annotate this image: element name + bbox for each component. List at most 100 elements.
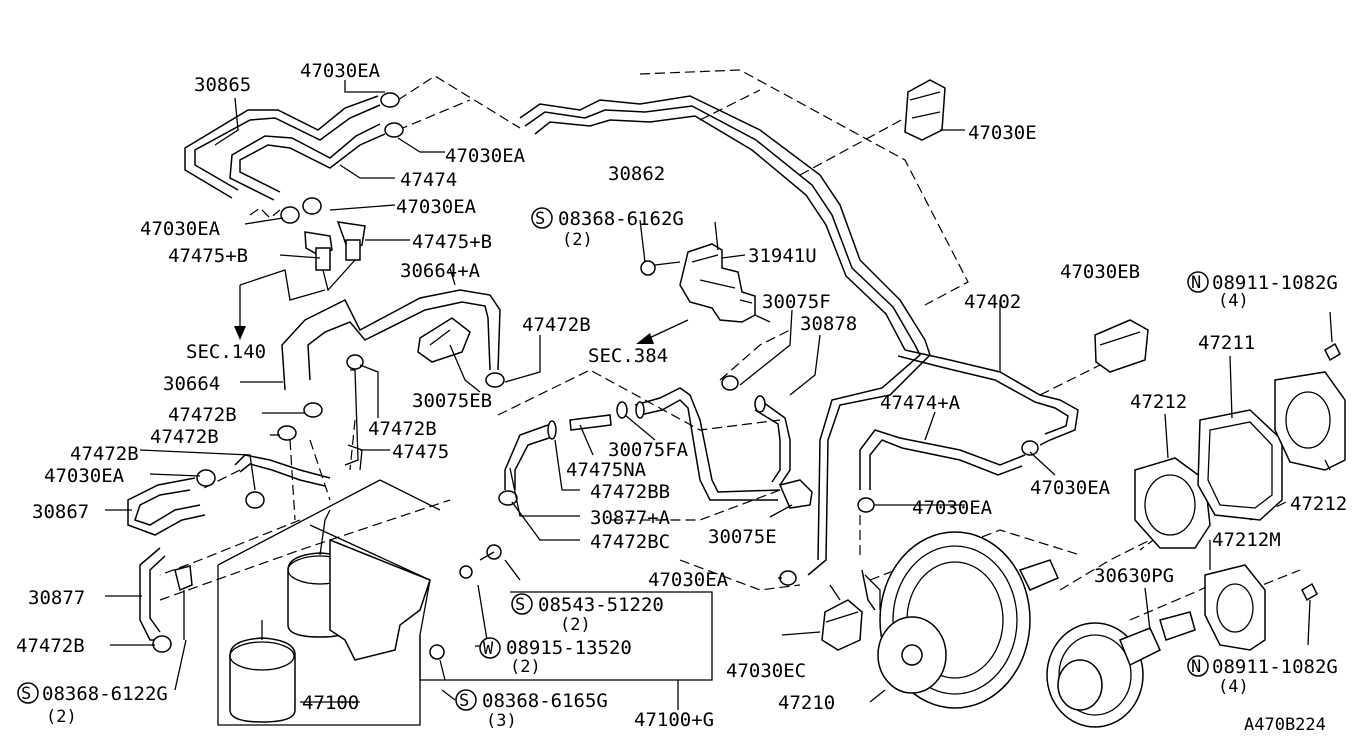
label-08911-1082G-bottom: 08911-1082G: [1212, 656, 1338, 678]
clamp-30075EB: [417, 317, 471, 363]
label-47475NA: 47475NA: [566, 459, 647, 481]
label-47475: 47475: [392, 441, 449, 463]
booster-30630PG: [1046, 611, 1196, 728]
label-47030EA-6: 47030EA: [1030, 477, 1111, 499]
label-47212M: 47212M: [1212, 529, 1281, 551]
label-47030EA-2: 47030EA: [445, 145, 526, 167]
clamp-47030EA-1: [280, 92, 404, 224]
s-symbol-letter: S: [459, 691, 469, 711]
label-31941U: 31941U: [748, 245, 817, 267]
connector-47030E: [904, 79, 946, 141]
n-symbol-letter: N: [1191, 273, 1201, 293]
hose-30867: [127, 454, 331, 536]
label-08543-51220: 08543-51220: [538, 594, 664, 616]
clamp-30075E: [778, 479, 813, 509]
n-symbol-letter: N: [1191, 657, 1201, 677]
label-47030EA-4: 47030EA: [140, 218, 221, 240]
label-47030EC: 47030EC: [726, 660, 806, 682]
clamp-47472B-upper: [277, 354, 505, 441]
sec140-arrow: [234, 269, 326, 340]
label-30075E: 30075E: [708, 526, 777, 548]
s-symbol-letter: S: [535, 209, 545, 229]
label-47030EA-1: 47030EA: [300, 60, 381, 82]
label-47030EA-8: 47030EA: [648, 569, 729, 591]
s-symbol-icon: [455, 689, 477, 711]
gasket-47212M: [1204, 564, 1266, 651]
label-08915-13520: 08915-13520: [506, 637, 632, 659]
label-08368-6122G: 08368-6122G: [42, 683, 168, 705]
label-30664A: 30664+A: [400, 260, 481, 282]
clamp-47030EA-8: [779, 570, 797, 586]
label-47472BB: 47472BB: [590, 481, 670, 503]
screws: [429, 260, 681, 681]
label-30865: 30865: [194, 74, 251, 96]
label-08368-6165G-qty: (3): [486, 711, 517, 731]
label-08543-51220-qty: (2): [560, 615, 591, 635]
label-30867: 30867: [32, 501, 89, 523]
gasket-47211: [1197, 409, 1283, 521]
label-47100G: 47100+G: [634, 709, 714, 731]
s-symbol-icon: [531, 207, 553, 229]
sec384-arrow: [636, 319, 689, 344]
label-47030EA-7: 47030EA: [912, 497, 993, 519]
hose-30664: [281, 289, 501, 391]
label-30630PG: 30630PG: [1094, 565, 1174, 587]
vacuum-tube-47402: [897, 349, 1079, 446]
label-sec384: SEC.384: [588, 345, 668, 367]
label-30877: 30877: [28, 587, 85, 609]
label-47474: 47474: [400, 169, 457, 191]
label-47472B-1: 47472B: [522, 314, 591, 336]
label-08368-6162G-qty: (2): [562, 230, 593, 250]
n-symbol-icon: [1187, 271, 1209, 293]
s-symbol-icon: [511, 593, 533, 615]
connector-47475B: [304, 221, 366, 292]
label-47030EB: 47030EB: [1060, 261, 1140, 283]
hose-30877: [139, 547, 193, 653]
n-symbol-icon: [1187, 655, 1209, 677]
label-47472B-4: 47472B: [150, 426, 219, 448]
label-47474A: 47474+A: [880, 392, 961, 414]
label-30877A: 30877+A: [590, 507, 671, 529]
label-47210: 47210: [778, 692, 835, 714]
label-47100: 47100: [302, 692, 359, 714]
part-labels: 30865 47030EA 47030EA 47474 47030EA 3086…: [16, 60, 1347, 735]
bracket-47475: [344, 369, 363, 471]
label-47472B-6: 47472B: [16, 635, 85, 657]
s-symbol-icon: [17, 682, 39, 704]
nuts: [1301, 342, 1341, 602]
hose-30075FA: [634, 387, 781, 501]
label-08911-1082G-top-qty: (4): [1218, 291, 1249, 311]
brake-booster-47210: [861, 531, 1059, 709]
hose-47474A: [857, 429, 1039, 513]
label-30878: 30878: [800, 313, 857, 335]
label-30075FA: 30075FA: [608, 439, 689, 461]
label-08911-1082G-bottom-qty: (4): [1218, 677, 1249, 697]
label-47472B-3: 47472B: [368, 418, 437, 440]
label-30862: 30862: [608, 163, 665, 185]
label-08368-6165G: 08368-6165G: [482, 690, 608, 712]
w-symbol-letter: W: [483, 639, 494, 659]
label-47030E: 47030E: [968, 122, 1037, 144]
canister-47100: [217, 479, 441, 726]
label-47030EA-5: 47030EA: [44, 465, 125, 487]
connector-47030EC: [821, 584, 863, 651]
s-symbol-letter: S: [21, 684, 31, 704]
hose-30878: [721, 375, 791, 486]
label-47475B-left: 47475+B: [168, 245, 248, 267]
s-symbol-letter: S: [515, 595, 525, 615]
diagram-reference-code: A470B224: [1244, 715, 1326, 735]
label-08915-13520-qty: (2): [510, 657, 541, 677]
label-47475B-right: 47475+B: [412, 231, 492, 253]
label-47402: 47402: [964, 291, 1021, 313]
label-47472B-5: 47472B: [70, 443, 139, 465]
label-47472B-2: 47472B: [168, 404, 237, 426]
w-symbol-icon: [479, 637, 501, 659]
label-08368-6122G-qty: (2): [46, 707, 77, 727]
label-47030EA-3: 47030EA: [396, 196, 477, 218]
label-30664: 30664: [163, 373, 220, 395]
label-08368-6162G: 08368-6162G: [558, 208, 684, 230]
hose-30865: [184, 95, 386, 201]
gasket-47212-right: [1274, 371, 1346, 471]
label-47211: 47211: [1198, 332, 1255, 354]
